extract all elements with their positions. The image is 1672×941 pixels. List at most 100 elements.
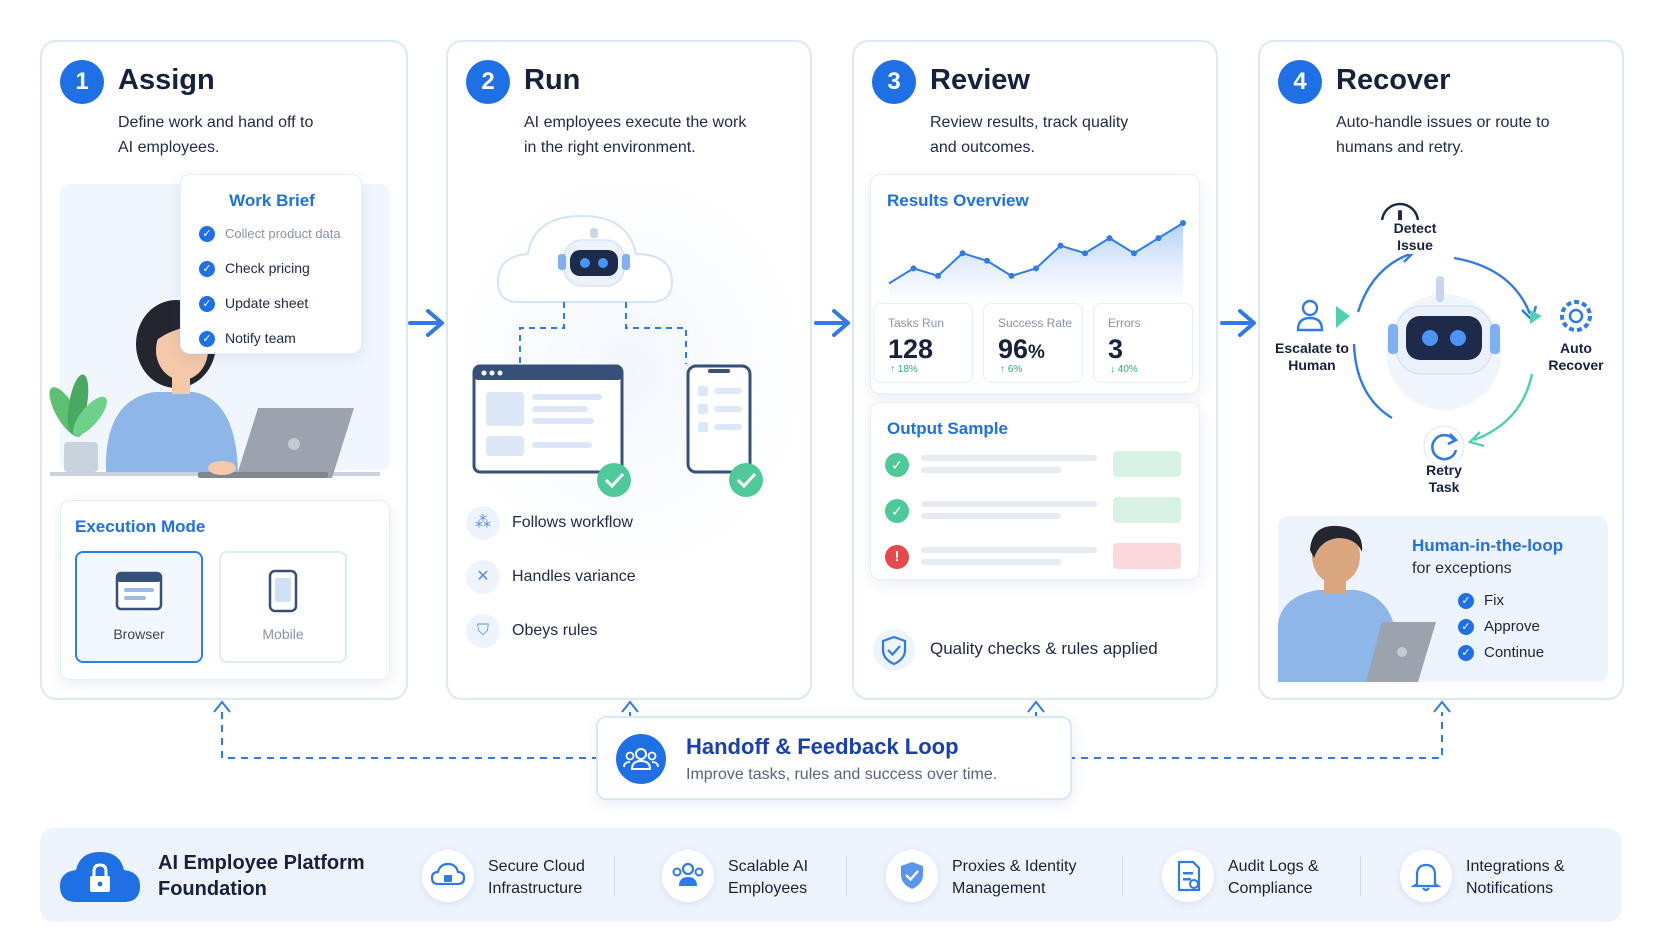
arrow-right-icon xyxy=(814,309,850,337)
execution-mode-title: Execution Mode xyxy=(75,517,206,536)
feedback-loop-subtitle: Improve tasks, rules and success over ti… xyxy=(686,766,998,783)
step-number: 3 xyxy=(872,60,916,104)
arrow-right-icon xyxy=(1220,309,1256,337)
execution-mode-card: Execution Mode Browser Mobile xyxy=(60,500,390,680)
step-description: Auto-handle issues or route to humans an… xyxy=(1336,114,1550,156)
step-title: Run xyxy=(524,64,581,96)
step-number: 2 xyxy=(466,60,510,104)
platform-foundation-title: AI Employee Platform Foundation xyxy=(158,852,365,900)
mobile-phone-icon xyxy=(268,569,298,613)
step-description: Define work and hand off to AI employees… xyxy=(118,114,314,156)
brief-item: ✓Update sheet xyxy=(199,295,308,313)
work-brief-title: Work Brief xyxy=(229,191,315,210)
feature-follows-workflow: ⁂Follows workflow xyxy=(466,506,633,540)
workflow-icon: ⁂ xyxy=(466,506,500,540)
chart-data-point xyxy=(935,272,941,279)
step-title: Recover xyxy=(1336,64,1451,96)
step-title: Assign xyxy=(118,64,215,96)
brief-item: ✓Collect product data xyxy=(199,225,341,243)
check-icon: ✓ xyxy=(1458,593,1474,610)
mode-option-browser[interactable]: Browser xyxy=(75,551,203,663)
output-sample-card: Output Sample ✓ ✓ ! xyxy=(870,402,1200,580)
metric-tasks-run: Tasks Run 128 ↑ 18% xyxy=(873,303,973,383)
chart-data-point xyxy=(910,265,917,272)
browser-window-icon xyxy=(115,571,163,611)
output-row-error: ! xyxy=(885,541,1181,571)
hitl-item: ✓Fix xyxy=(1458,592,1504,610)
platform-foundation-bar: AI Employee Platform Foundation Secure C… xyxy=(40,828,1622,922)
human-in-the-loop-card: Human-in-the-loop for exceptions ✓Fix ✓A… xyxy=(1278,516,1608,682)
shield-check-icon xyxy=(873,629,915,671)
cloud-lock-icon xyxy=(422,850,474,902)
arrow-right-icon xyxy=(408,309,444,337)
check-icon: ✓ xyxy=(199,296,215,313)
person-icon xyxy=(1301,299,1319,317)
chart-data-point xyxy=(1131,250,1137,257)
step-number: 4 xyxy=(1278,60,1322,104)
chart-data-point xyxy=(959,250,966,257)
results-overview-card: Results Overview Tasks Run 128 ↑ 18% Suc… xyxy=(870,174,1200,394)
shield-check-icon xyxy=(886,850,938,902)
step-title: Review xyxy=(930,64,1030,96)
step-card-review: 3 Review Review results, track quality a… xyxy=(852,40,1218,700)
hitl-subtitle: for exceptions xyxy=(1412,560,1512,577)
bell-icon xyxy=(1400,850,1452,902)
document-audit-icon xyxy=(1162,850,1214,902)
handoff-feedback-loop-box: Handoff & Feedback Loop Improve tasks, r… xyxy=(596,716,1072,800)
cloud-robot-environment-illustration xyxy=(472,214,763,497)
step-description: AI employees execute the work in the rig… xyxy=(524,114,747,156)
check-icon: ✓ xyxy=(199,261,215,278)
person-at-laptop-illustration xyxy=(1278,525,1436,682)
chart-data-point xyxy=(1082,250,1088,257)
step-description: Review results, track quality and outcom… xyxy=(930,114,1129,156)
mode-label: Mobile xyxy=(262,626,304,642)
step-card-recover: 4 Recover Auto-handle issues or route to… xyxy=(1258,40,1624,700)
cloud-lock-icon xyxy=(60,852,140,902)
results-line-chart xyxy=(888,220,1186,297)
check-icon: ✓ xyxy=(199,331,215,348)
loop-node-retry-task: Retry Task xyxy=(1426,462,1462,495)
metrics-row: Tasks Run 128 ↑ 18% Success Rate 96% ↑ 6… xyxy=(871,303,1201,385)
loop-node-detect-issue: Detect Issue xyxy=(1372,220,1458,254)
chart-data-point xyxy=(1008,272,1015,279)
gear-icon xyxy=(1560,300,1592,332)
shield-check-icon: ⛉ xyxy=(466,614,500,648)
hitl-item: ✓Continue xyxy=(1458,644,1544,662)
chart-data-point xyxy=(1180,220,1186,226)
check-icon: ✓ xyxy=(1458,645,1474,662)
chart-data-point xyxy=(1106,235,1113,242)
output-row-pass: ✓ xyxy=(885,495,1181,525)
output-sample-title: Output Sample xyxy=(887,419,1008,438)
loop-node-escalate-to-human: Escalate to Human xyxy=(1275,340,1349,373)
brief-item: ✓Notify team xyxy=(199,330,296,348)
team-users-icon xyxy=(616,734,666,784)
metric-success-rate: Success Rate 96% ↑ 6% xyxy=(983,303,1083,383)
brief-item: ✓Check pricing xyxy=(199,260,310,278)
users-group-icon xyxy=(662,850,714,902)
loop-node-auto-recover: Auto Recover xyxy=(1548,340,1604,373)
feedback-loop-title: Handoff & Feedback Loop xyxy=(686,734,959,759)
step-number: 1 xyxy=(60,60,104,104)
mode-label: Browser xyxy=(113,626,165,642)
variance-icon: ✕ xyxy=(466,560,500,594)
chart-area-fill xyxy=(889,223,1183,297)
hitl-title: Human-in-the-loop xyxy=(1412,536,1564,555)
success-check-icon: ✓ xyxy=(885,499,909,523)
mode-option-mobile[interactable]: Mobile xyxy=(219,551,347,663)
step-card-assign: 1 Assign Define work and hand off to AI … xyxy=(40,40,408,700)
results-overview-title: Results Overview xyxy=(887,191,1029,210)
step-card-run: 2 Run AI employees execute the work in t… xyxy=(446,40,812,700)
work-brief-card: Work Brief ✓Collect product data ✓Check … xyxy=(180,174,362,354)
feature-handles-variance: ✕Handles variance xyxy=(466,560,636,594)
check-icon: ✓ xyxy=(199,226,215,243)
success-check-icon: ✓ xyxy=(885,453,909,477)
metric-errors: Errors 3 ↓ 40% xyxy=(1093,303,1193,383)
check-icon: ✓ xyxy=(1458,619,1474,636)
hitl-item: ✓Approve xyxy=(1458,618,1540,636)
chart-data-point xyxy=(1033,265,1039,272)
feature-obeys-rules: ⛉Obeys rules xyxy=(466,614,597,648)
retry-icon xyxy=(1431,433,1458,461)
chart-data-point xyxy=(1155,235,1162,242)
chart-data-point xyxy=(1057,242,1064,249)
